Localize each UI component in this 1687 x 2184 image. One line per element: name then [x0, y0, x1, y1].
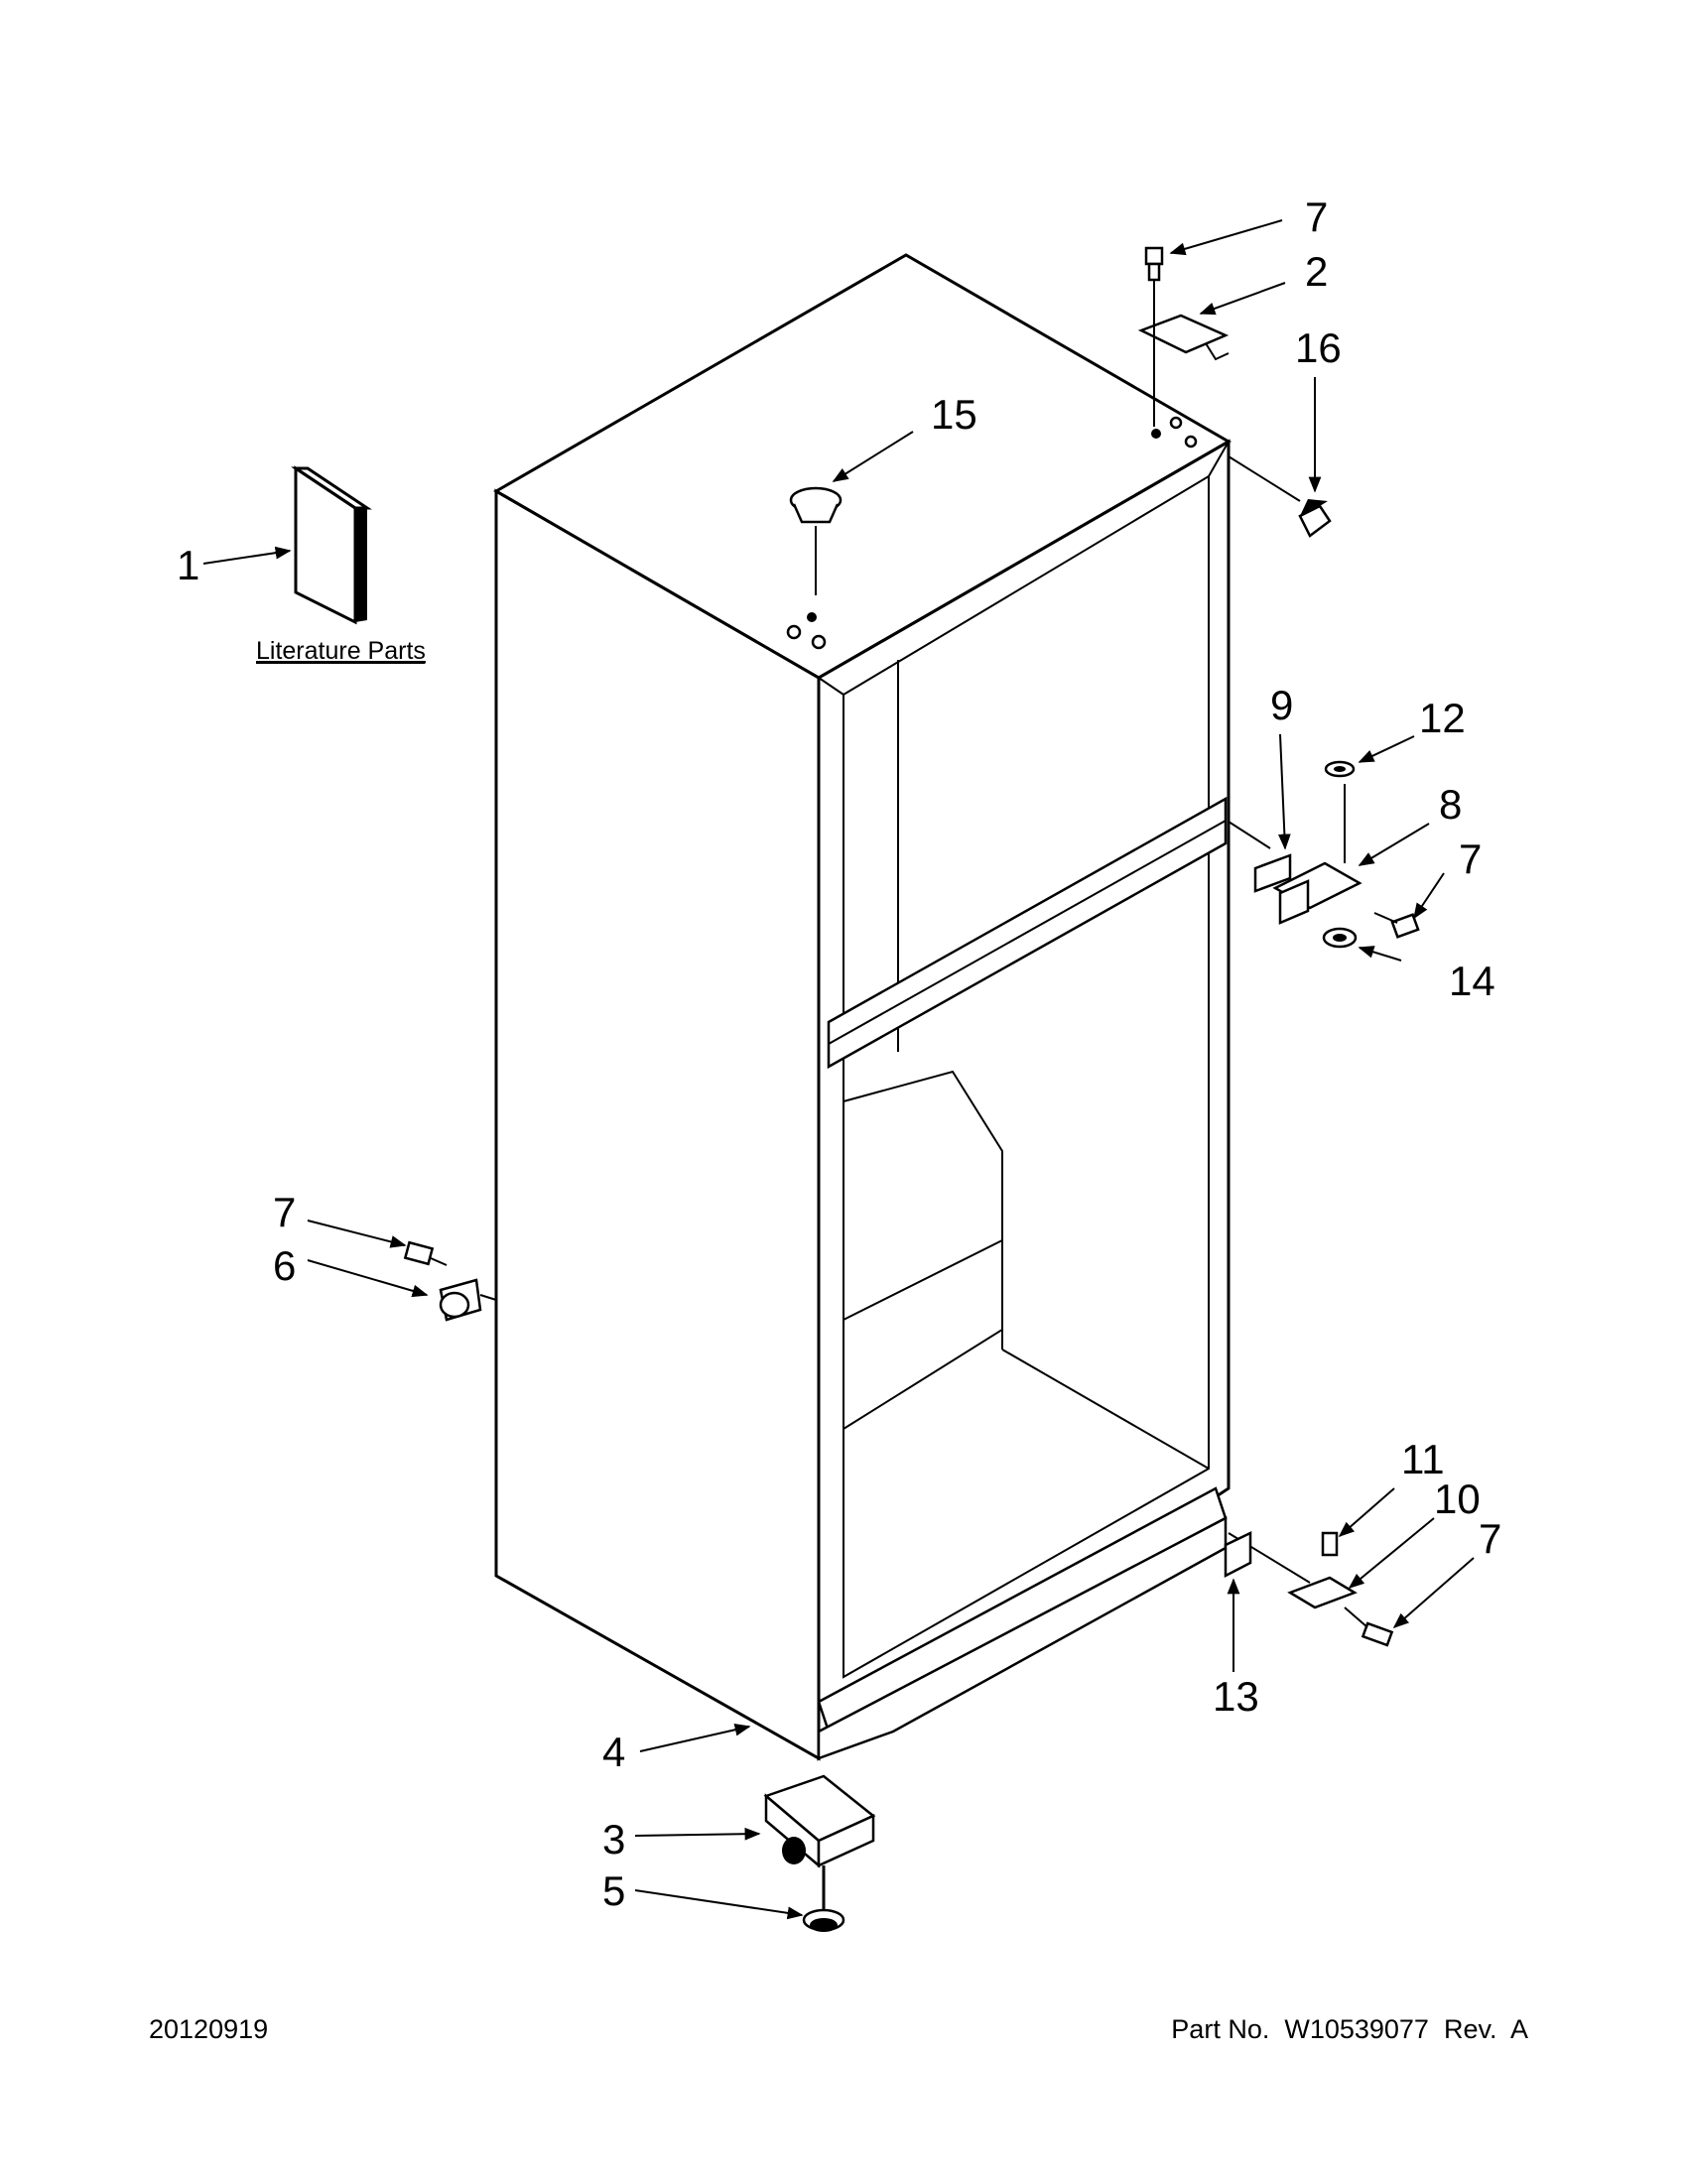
callout-12: 12 [1419, 695, 1466, 741]
left-door-stop [403, 1240, 497, 1322]
callout-9: 9 [1270, 682, 1293, 728]
roller-and-leveler [763, 1774, 876, 1932]
callout-7-bottom: 7 [1479, 1515, 1501, 1562]
center-hinge-assembly [1228, 760, 1420, 949]
callout-6: 6 [273, 1242, 296, 1289]
callout-14: 14 [1449, 958, 1495, 1004]
top-plug [789, 486, 843, 595]
callout-5: 5 [602, 1867, 625, 1914]
hinge-cap [1228, 455, 1332, 538]
callout-10: 10 [1434, 1476, 1481, 1522]
callout-13: 13 [1213, 1673, 1259, 1720]
leader-arrows [202, 219, 1475, 1920]
callout-7-top: 7 [1305, 193, 1328, 240]
callout-16: 16 [1295, 324, 1342, 371]
literature-booklet [291, 465, 372, 625]
callout-1: 1 [177, 542, 199, 588]
callout-7-left: 7 [273, 1189, 296, 1235]
literature-parts-label: Literature Parts [256, 637, 426, 665]
callout-15: 15 [931, 391, 977, 438]
footer-part-number: Part No. W10539077 Rev. A [1171, 2014, 1528, 2044]
footer-date-code: 20120919 [149, 2014, 269, 2044]
callout-11: 11 [1401, 1436, 1445, 1482]
callout-3: 3 [602, 1816, 625, 1863]
callout-labels: 1 2 3 4 5 6 7 7 7 7 7 8 9 10 11 12 13 14… [177, 193, 1501, 1914]
refrigerator-cabinet [493, 253, 1232, 1761]
callout-8: 8 [1439, 781, 1462, 828]
callout-2: 2 [1305, 248, 1328, 295]
bottom-hinge-assembly [1224, 1531, 1394, 1647]
top-hinge [1137, 246, 1230, 427]
callout-4: 4 [602, 1729, 625, 1775]
callout-7-center: 7 [1459, 835, 1482, 882]
